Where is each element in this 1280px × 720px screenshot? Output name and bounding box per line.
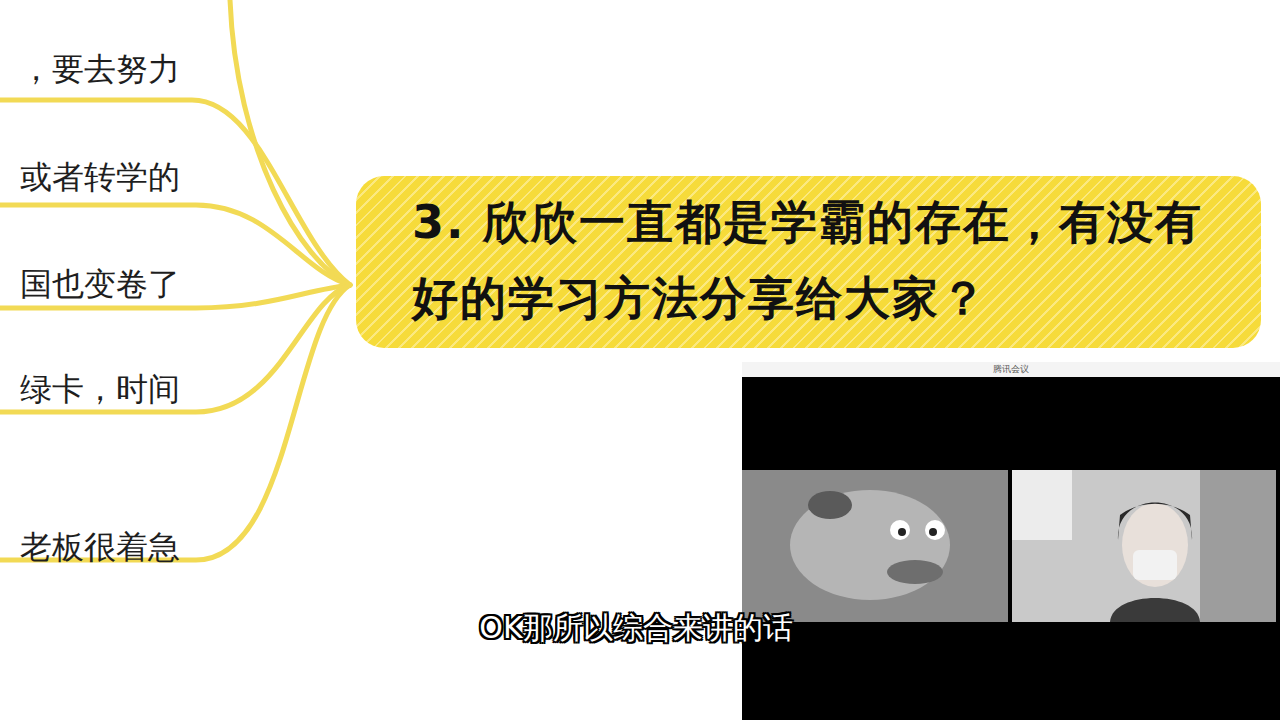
- question-box: 3. 欣欣一直都是学霸的存在，有没有好的学习方法分享给大家？: [356, 176, 1261, 348]
- branch-text: 老板很着急: [20, 526, 180, 570]
- branch-text: 国也变卷了: [20, 263, 180, 307]
- branch-text: 绿卡，时间: [20, 368, 180, 412]
- branch-text: 或者转学的: [20, 156, 180, 200]
- subtitle: OK那所以综合来讲的话: [479, 608, 792, 649]
- branch-text: ，要去努力: [20, 48, 180, 92]
- window-title: 腾讯会议: [993, 363, 1029, 376]
- question-text: 3. 欣欣一直都是学霸的存在，有没有好的学习方法分享给大家？: [412, 184, 1235, 336]
